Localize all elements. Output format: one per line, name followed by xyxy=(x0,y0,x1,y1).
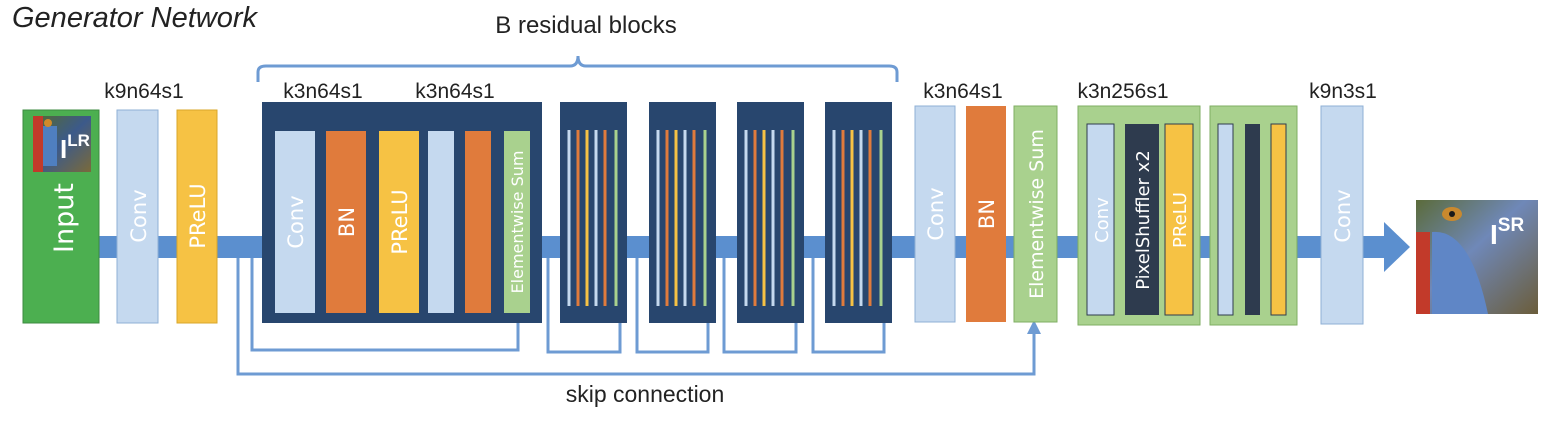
kernel-label-upsample-conv: k3n256s1 xyxy=(1077,80,1168,103)
kernel-label-res-conv-b: k3n64s1 xyxy=(415,80,494,103)
upsample-1-pixel-shuffler-label: PixelShuffler x2 xyxy=(1133,150,1154,290)
post-res-elementwise-sum-label: Elementwise Sum xyxy=(1026,129,1048,299)
low-res-image-label: ILR xyxy=(60,131,90,164)
residual-block-collapsed-4 xyxy=(825,102,892,323)
low-res-image xyxy=(33,116,91,172)
res-bn-a xyxy=(326,131,366,313)
res-bn-b xyxy=(465,131,491,313)
skip-connection-lines xyxy=(236,258,1036,376)
post-res-conv-label: Conv xyxy=(924,187,948,240)
res-prelu xyxy=(379,131,419,313)
prelu-block-first xyxy=(176,109,218,324)
diagram-title: Generator Network xyxy=(12,2,258,34)
prelu-block-first-label: PReLU xyxy=(186,183,210,248)
skip-connection-label: skip connection xyxy=(566,381,725,407)
post-res-elementwise-sum xyxy=(1013,105,1058,323)
kernel-label-post-res-conv: k3n64s1 xyxy=(923,80,1002,103)
upsample-1-conv xyxy=(1086,123,1115,316)
res-conv-a-label: Conv xyxy=(284,195,308,248)
upsample-1-pixel-shuffler xyxy=(1125,124,1159,315)
upsample-2-conv xyxy=(1217,123,1234,316)
super-res-image xyxy=(1416,200,1538,314)
post-res-bn xyxy=(966,106,1006,322)
kernel-label-res-conv-a: k3n64s1 xyxy=(283,80,362,103)
upsample-1-prelu xyxy=(1164,123,1194,316)
upsample-2-prelu xyxy=(1270,123,1287,316)
residual-block-collapsed-2 xyxy=(649,102,716,323)
kernel-label-first-conv: k9n64s1 xyxy=(104,80,183,103)
residual-block-collapsed-3 xyxy=(737,102,804,323)
res-prelu-label: PReLU xyxy=(388,189,412,254)
conv-block-first xyxy=(116,109,159,324)
super-res-image-label: ISR xyxy=(1490,215,1524,250)
upsample-2-pixel-shuffler xyxy=(1245,124,1260,315)
conv-block-first-label: Conv xyxy=(127,189,151,242)
res-conv-b xyxy=(428,131,454,313)
upsample-1-conv-label: Conv xyxy=(1092,197,1113,243)
residual-block-collapsed-1 xyxy=(560,102,627,323)
final-conv-label: Conv xyxy=(1331,189,1355,242)
residual-blocks-brace xyxy=(256,55,899,82)
res-conv-a xyxy=(275,131,315,313)
input-label: Input xyxy=(49,183,80,253)
res-elementwise-sum-label: Elementwise Sum xyxy=(508,151,527,294)
res-elementwise-sum xyxy=(504,131,530,313)
upsample-1-prelu-label: PReLU xyxy=(1170,192,1191,248)
kernel-label-final-conv: k9n3s1 xyxy=(1309,80,1377,103)
residual-blocks-label: B residual blocks xyxy=(495,12,676,39)
res-bn-a-label: BN xyxy=(335,207,359,237)
main-flow-arrowhead xyxy=(1384,222,1410,272)
final-conv xyxy=(1320,105,1364,325)
post-res-conv xyxy=(914,105,956,323)
post-res-bn-label: BN xyxy=(975,199,999,229)
